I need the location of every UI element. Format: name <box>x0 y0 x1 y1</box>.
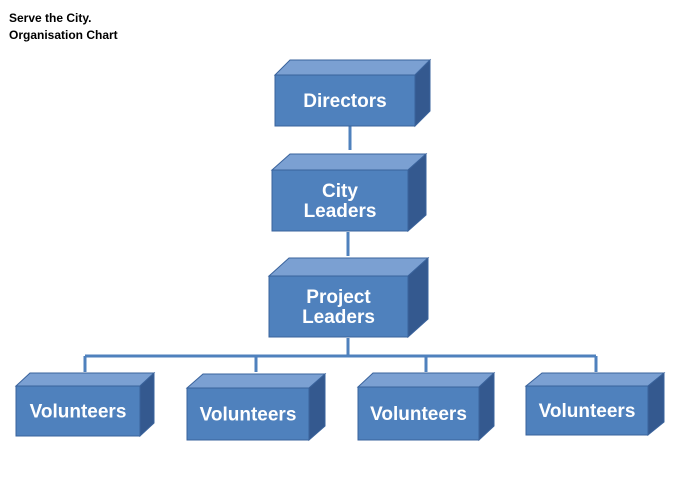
connectors <box>83 126 598 372</box>
box-front-face <box>271 169 409 232</box>
box-front-face <box>268 275 409 338</box>
box-front-face <box>525 385 649 436</box>
box-front-face <box>15 385 141 437</box>
node-directors: Directors <box>273 58 432 128</box>
box-top-face <box>273 59 432 76</box>
node-label: Project <box>306 287 371 308</box>
node-label: Volunteers <box>539 401 636 422</box>
node-label: City <box>322 181 358 202</box>
node-label: Volunteers <box>30 402 127 423</box>
node-volunteers-3: Volunteers <box>356 371 496 442</box>
title-line-2: Organisation Chart <box>9 28 118 42</box>
node-label: Directors <box>303 91 386 112</box>
box-top-face <box>185 373 327 389</box>
node-label: Volunteers <box>200 405 297 426</box>
node-label: Leaders <box>304 201 377 222</box>
box-top-face <box>524 372 666 387</box>
node-volunteers-4: Volunteers <box>524 371 666 437</box>
box-front-face <box>186 387 310 441</box>
node-label: Volunteers <box>370 404 467 425</box>
node-label: Leaders <box>302 307 375 328</box>
box-top-face <box>267 257 430 277</box>
chart-title: Serve the City. Organisation Chart <box>9 10 118 44</box>
title-line-1: Serve the City. <box>9 11 92 25</box>
node-volunteers-1: Volunteers <box>14 371 156 438</box>
box-front-face <box>357 386 480 441</box>
box-top-face <box>14 372 156 387</box>
node-volunteers-2: Volunteers <box>185 372 327 442</box>
box-front-face <box>274 74 416 127</box>
box-top-face <box>270 153 428 171</box>
box-top-face <box>356 372 496 388</box>
